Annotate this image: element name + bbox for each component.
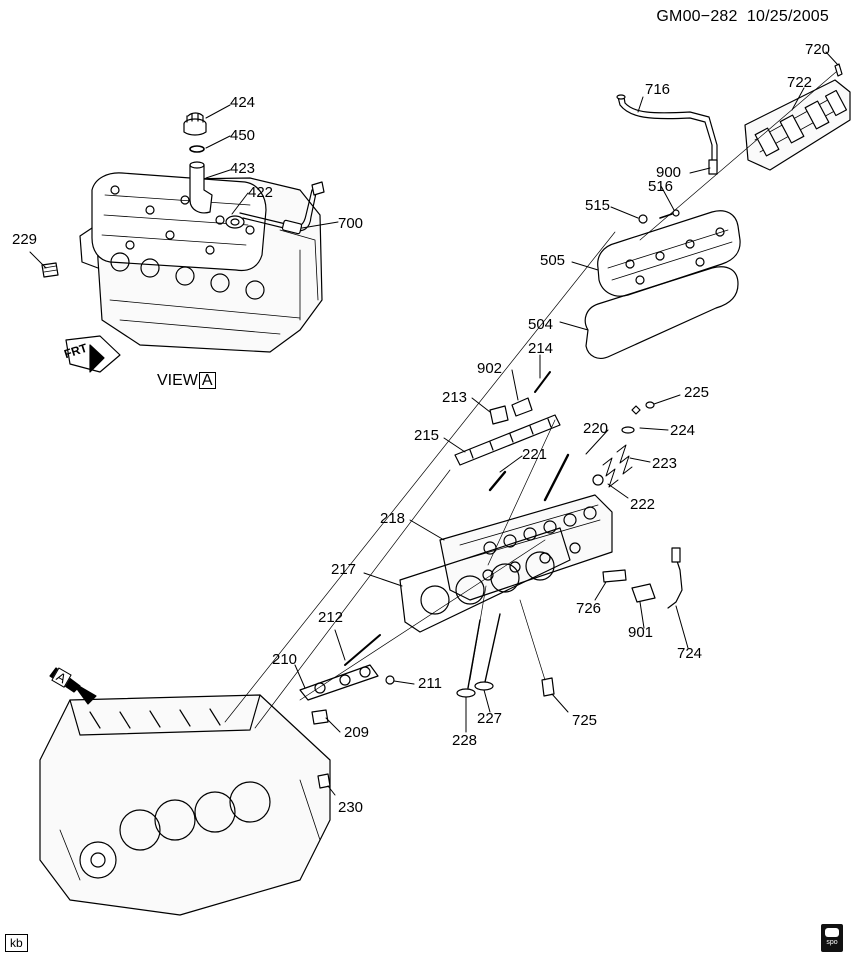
callout-229: 229 — [12, 231, 38, 248]
oil-fill-cap — [183, 112, 207, 136]
callout-217: 217 — [331, 561, 357, 578]
valve-cover-505 — [597, 210, 741, 297]
engine-view-a-illustration — [79, 172, 323, 353]
callout-225: 225 — [684, 384, 710, 401]
callout-504: 504 — [528, 316, 554, 333]
gm-spo-logo: spo — [821, 924, 843, 952]
callout-227: 227 — [477, 710, 503, 727]
rocker-rail-215 — [454, 414, 561, 466]
ventilation-tube-716 — [616, 94, 718, 175]
callout-900: 900 — [656, 164, 682, 181]
callout-725: 725 — [572, 712, 598, 729]
sensor-harness-724 — [667, 547, 683, 609]
sensor-725 — [541, 677, 555, 697]
callout-700: 700 — [338, 215, 364, 232]
rocker-902 — [511, 397, 533, 417]
corner-tag: kb — [5, 934, 28, 952]
callout-516: 516 — [648, 178, 674, 195]
head-gasket-217 — [399, 527, 571, 633]
logo-text: spo — [826, 939, 838, 946]
coil-901 — [631, 583, 656, 603]
callout-223: 223 — [652, 455, 678, 472]
callout-213: 213 — [442, 389, 468, 406]
callout-220: 220 — [583, 420, 609, 437]
oil-fill-seal — [189, 145, 205, 153]
callout-211: 211 — [418, 675, 442, 692]
diagram-code: GM00−282 — [656, 8, 738, 25]
callout-228: 228 — [452, 732, 478, 749]
rocker-213 — [489, 405, 509, 425]
oil-fill-tube — [189, 161, 213, 214]
callout-423: 423 — [230, 160, 256, 177]
valve-cover-gasket-504 — [584, 266, 739, 359]
callout-902: 902 — [477, 360, 503, 377]
leader-lines — [29, 51, 839, 796]
callout-230: 230 — [338, 799, 364, 816]
diagram-header: GM00−282 10/25/2005 — [656, 8, 829, 26]
head-bolt-220 — [543, 453, 570, 502]
callout-720: 720 — [805, 41, 831, 58]
rocker-bolt-214 — [534, 371, 551, 393]
front-direction-arrow — [65, 335, 121, 373]
callout-901: 901 — [628, 624, 654, 641]
callout-224: 224 — [670, 422, 696, 439]
callout-726: 726 — [576, 600, 602, 617]
view-label-boxed-letter: A — [198, 372, 216, 389]
bolt-516-515 — [638, 209, 680, 224]
callout-424: 424 — [230, 94, 256, 111]
callout-210: 210 — [272, 651, 298, 668]
callout-209: 209 — [344, 724, 370, 741]
callout-724: 724 — [677, 645, 703, 662]
gm-badge-icon — [825, 928, 839, 937]
spark-plug-726 — [602, 569, 627, 583]
callout-221: 221 — [522, 446, 548, 463]
callout-515: 515 — [585, 197, 611, 214]
callout-218: 218 — [380, 510, 406, 527]
valves-227-228 — [456, 613, 501, 698]
callout-214: 214 — [528, 340, 554, 357]
diagram-date: 10/25/2005 — [746, 8, 829, 25]
bolt-211 — [385, 675, 395, 685]
pcv-hose — [239, 181, 325, 235]
engine-block-illustration — [39, 694, 331, 916]
valve-springs — [592, 444, 633, 488]
view-label-text: VIEW — [157, 372, 198, 389]
callout-505: 505 — [540, 252, 566, 269]
ignition-coil-bracket-722 — [744, 79, 851, 171]
oil-fill-grommet — [225, 215, 245, 229]
callout-716: 716 — [645, 81, 671, 98]
bolt-720 — [834, 63, 843, 77]
callout-722: 722 — [787, 74, 813, 91]
callout-215: 215 — [414, 427, 440, 444]
valve-keys-retainers — [621, 401, 655, 434]
pushrod-212 — [344, 634, 381, 666]
callout-450: 450 — [230, 127, 256, 144]
callout-422: 422 — [248, 184, 274, 201]
lifter-guide-210 — [299, 664, 379, 701]
callout-212: 212 — [318, 609, 344, 626]
lifter-209 — [311, 709, 329, 725]
plug-230 — [317, 773, 331, 789]
cylinder-head-218 — [439, 494, 613, 601]
head-bolt-221 — [488, 470, 507, 492]
plug-229 — [41, 262, 59, 278]
callout-222: 222 — [630, 496, 656, 513]
